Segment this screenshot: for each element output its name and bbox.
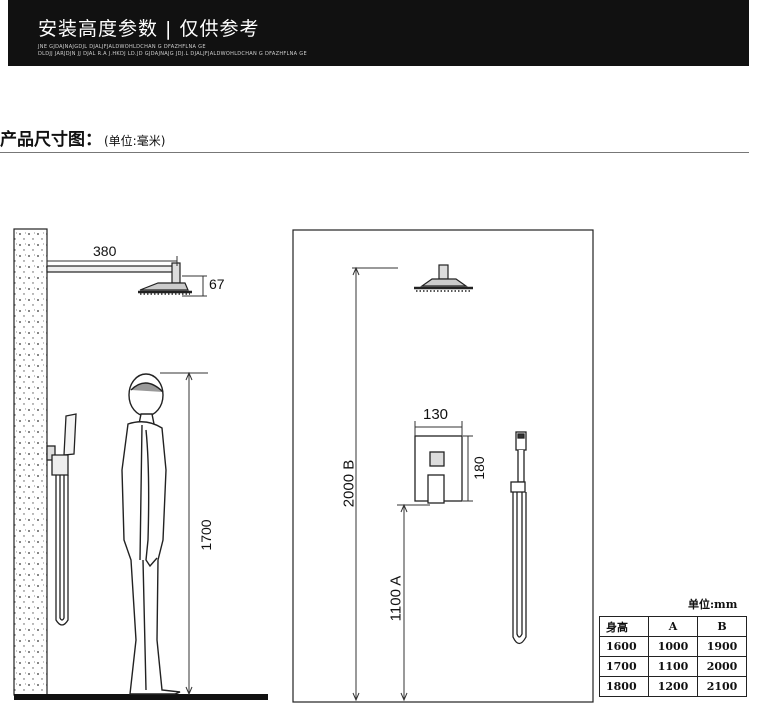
col-header-a: A — [648, 616, 698, 637]
section-divider — [0, 152, 749, 153]
table-row: 1800 1200 2100 — [599, 676, 747, 697]
banner-subtitle: JNE GJDAJNAJGDJL DJALJFJALDWOHLDCHAN G D… — [38, 44, 307, 58]
handheld-shower-right — [510, 431, 527, 645]
person-silhouette — [121, 373, 181, 695]
col-header-body-height: 身高 — [599, 616, 649, 637]
table-cell: 1100 — [648, 656, 698, 677]
table-row: 1700 1100 2000 — [599, 656, 747, 677]
header-banner: 安装高度参数 | 仅供参考 JNE GJDAJNAJGDJL DJALJFJAL… — [8, 0, 749, 66]
section-heading: 产品尺寸图：(单位:毫米) — [0, 125, 165, 150]
banner-title: 安装高度参数 | 仅供参考 — [38, 18, 260, 40]
dim-label-valve-width: 130 — [423, 406, 449, 423]
dim-380-lines — [46, 256, 178, 266]
dim-label-total-height: 2000 B — [340, 459, 358, 508]
dim-label-person-height: 1700 — [198, 519, 214, 551]
dim-1700-lines — [160, 371, 208, 696]
table-cell: 1900 — [697, 636, 747, 657]
dim-label-valve-box-height: 180 — [471, 456, 487, 480]
dim-label-head-height: 67 — [209, 276, 225, 292]
table-cell: 2000 — [697, 656, 747, 677]
table-cell: 1700 — [599, 656, 649, 677]
mixing-valve — [414, 435, 463, 504]
dim-130-lines — [414, 421, 463, 436]
handheld-shower-left — [46, 413, 77, 626]
floor-line — [14, 694, 268, 700]
dim-180-lines — [463, 435, 473, 502]
table-cell: 1200 — [648, 676, 698, 697]
table-row: 1600 1000 1900 — [599, 636, 747, 657]
section-title: 产品尺寸图： — [0, 130, 102, 150]
front-view-frame — [292, 229, 594, 703]
table-header-row: 身高 A B — [599, 616, 747, 637]
wall-left — [13, 228, 48, 696]
dim-label-arm-length: 380 — [93, 243, 117, 259]
dim-1100-lines — [397, 503, 430, 702]
dim-2000-lines — [352, 266, 398, 702]
dim-label-valve-height: 1100 A — [387, 575, 405, 622]
table-cell: 1600 — [599, 636, 649, 657]
dim-67-lines — [182, 275, 207, 297]
banner-subtitle-line-2: DLDJJ JARJDJN JJ DJAL R.A J.HKDJ LD.JD G… — [38, 51, 307, 57]
col-header-b: B — [697, 616, 747, 637]
section-unit: (单位:毫米) — [104, 134, 166, 148]
table-cell: 1000 — [648, 636, 698, 657]
banner-subtitle-line-1: JNE GJDAJNAJGDJL DJALJFJALDWOHLDCHAN G D… — [38, 44, 206, 50]
shower-head-left — [46, 262, 192, 295]
table-cell: 1800 — [599, 676, 649, 697]
table-cell: 2100 — [697, 676, 747, 697]
shower-head-right — [414, 264, 473, 292]
spec-table-unit: 单位:mm — [688, 598, 738, 611]
height-spec-table: 身高 A B 1600 1000 1900 1700 1100 2000 180… — [599, 616, 747, 697]
